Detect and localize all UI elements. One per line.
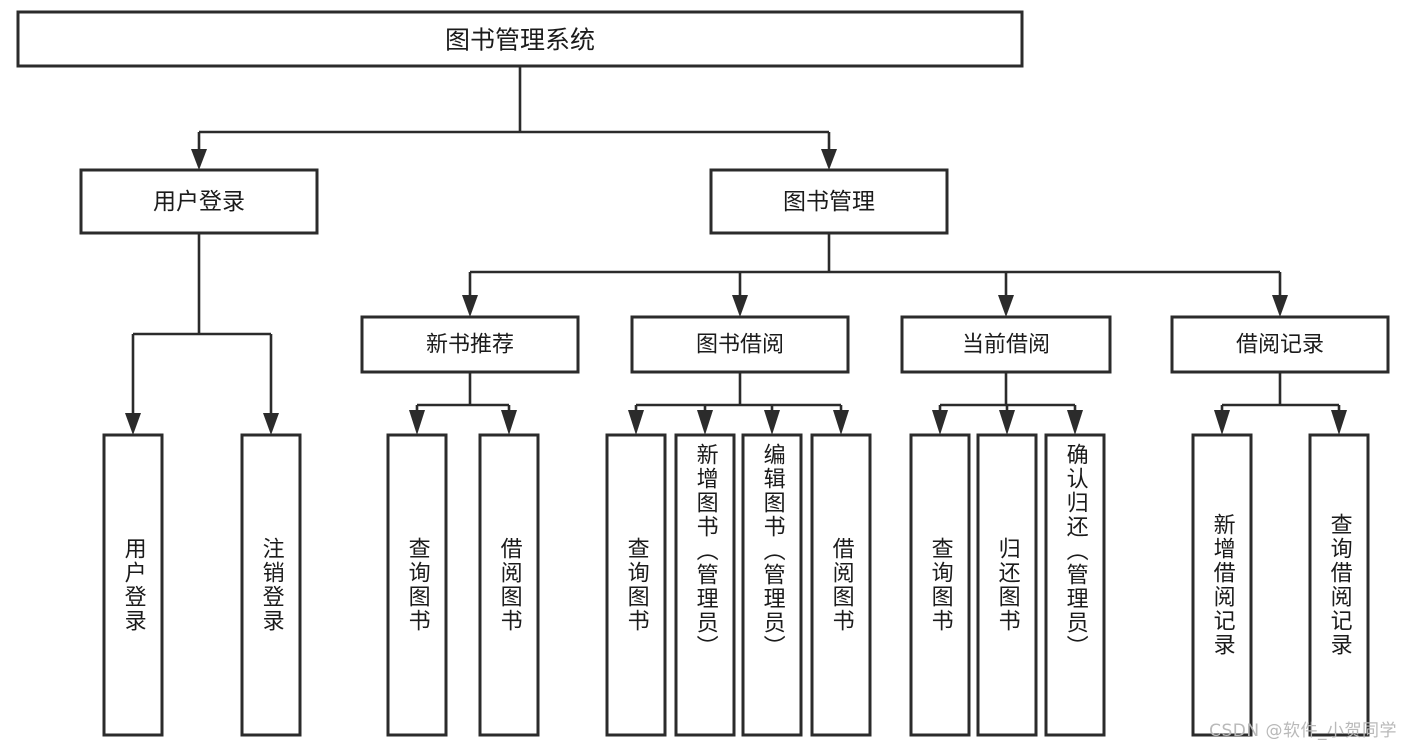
arrow-head-book-3	[998, 295, 1014, 317]
node-box-leaf-8[interactable]	[909, 433, 971, 737]
connector-group-borrow-record	[1214, 372, 1347, 435]
connector-group-root	[191, 66, 837, 170]
arrow-head-newbook-1	[409, 410, 425, 435]
node-box-leaf-7[interactable]	[810, 433, 872, 737]
node-current-borrow[interactable]: 当前借阅	[900, 315, 1112, 374]
arrow-head-root-to-book	[821, 149, 837, 170]
node-label-root: 图书管理系统	[445, 26, 595, 55]
node-box-current-borrow[interactable]	[900, 315, 1112, 374]
arrow-head-book-2	[732, 295, 748, 317]
node-box-leaf-11[interactable]	[1191, 433, 1253, 737]
node-box-leaf-6[interactable]	[741, 433, 803, 737]
arrow-head-book-1	[462, 295, 478, 317]
node-box-book-borrow[interactable]	[630, 315, 850, 374]
node-box-leaf-3[interactable]	[478, 433, 540, 737]
node-box-user-login[interactable]	[79, 168, 319, 235]
node-box-borrow-record[interactable]	[1170, 315, 1390, 374]
node-label-book-borrow: 图书借阅	[696, 333, 784, 358]
node-box-leaf-9[interactable]	[976, 433, 1038, 737]
connector-group-new-book	[409, 372, 517, 435]
arrow-head-borrow-4	[833, 410, 849, 435]
arrow-head-borrow-3	[764, 410, 780, 435]
connector-group-current-borrow	[932, 372, 1083, 435]
arrow-head-current-1	[932, 410, 948, 435]
node-book-manage[interactable]: 图书管理	[709, 168, 949, 235]
node-label-borrow-record: 借阅记录	[1236, 333, 1324, 358]
node-box-new-book-recommend[interactable]	[360, 315, 580, 374]
node-label-book-manage: 图书管理	[783, 189, 875, 215]
arrow-head-record-1	[1214, 410, 1230, 435]
node-box-root[interactable]	[16, 10, 1024, 68]
node-user-login[interactable]: 用户登录	[79, 168, 319, 235]
node-root-system[interactable]: 图书管理系统	[16, 10, 1024, 68]
arrow-head-book-4	[1272, 295, 1288, 317]
arrow-head-borrow-1	[628, 410, 644, 435]
arrow-head-current-3	[1067, 410, 1083, 435]
connector-group-user-login	[125, 233, 279, 435]
node-box-leaf-2[interactable]	[386, 433, 448, 737]
arrow-head-root-to-user	[191, 149, 207, 170]
node-new-book-recommend[interactable]: 新书推荐	[360, 315, 580, 374]
watermark-text: CSDN @软件_小贺同学	[1209, 721, 1397, 741]
node-label-user-login: 用户登录	[153, 189, 245, 215]
node-box-leaf-5[interactable]	[674, 433, 736, 737]
connector-group-book-borrow	[628, 372, 849, 435]
node-box-book-manage[interactable]	[709, 168, 949, 235]
arrow-head-user-2	[263, 413, 279, 435]
node-box-leaf-0[interactable]	[102, 433, 164, 737]
leaf-box-group	[102, 433, 1370, 737]
node-box-leaf-4[interactable]	[605, 433, 667, 737]
node-borrow-record[interactable]: 借阅记录	[1170, 315, 1390, 374]
node-box-leaf-1[interactable]	[240, 433, 302, 737]
arrow-head-newbook-2	[501, 410, 517, 435]
node-box-leaf-12[interactable]	[1308, 433, 1370, 737]
arrow-head-user-1	[125, 413, 141, 435]
arrow-head-record-2	[1331, 410, 1347, 435]
node-label-current-borrow: 当前借阅	[962, 333, 1050, 358]
connector-group-book-manage	[462, 233, 1288, 317]
node-book-borrow[interactable]: 图书借阅	[630, 315, 850, 374]
arrow-head-current-2	[999, 410, 1015, 435]
node-label-new-book-recommend: 新书推荐	[426, 333, 514, 358]
node-box-leaf-10[interactable]	[1044, 433, 1106, 737]
arrow-head-borrow-2	[697, 410, 713, 435]
